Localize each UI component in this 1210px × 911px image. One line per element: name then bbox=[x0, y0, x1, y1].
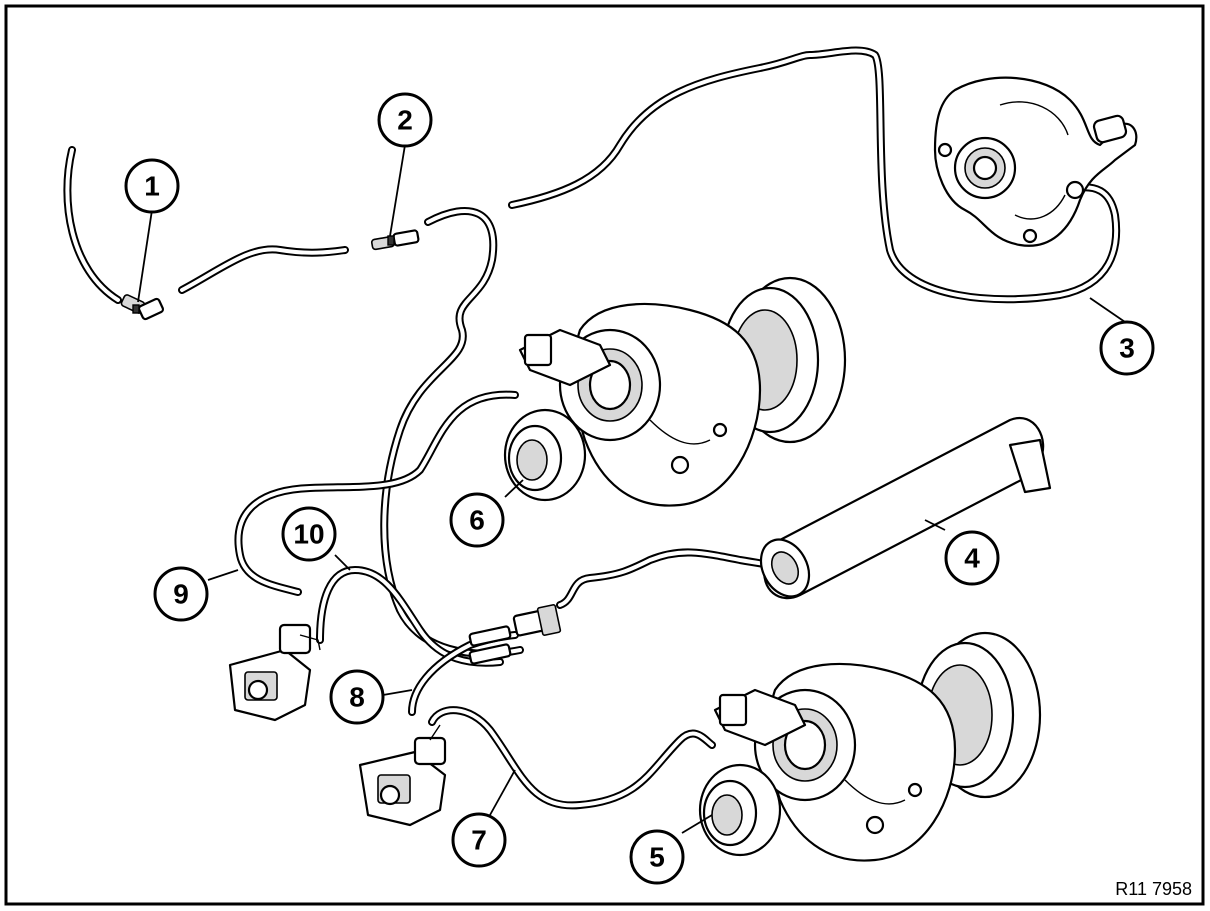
callout-3: 3 bbox=[1099, 320, 1155, 376]
callout-label-8: 8 bbox=[349, 682, 365, 713]
callout-label-9: 9 bbox=[173, 579, 189, 610]
leader-lines bbox=[137, 144, 1126, 834]
solenoid-valve-lower bbox=[358, 724, 447, 827]
hose-segment-1-2 bbox=[178, 245, 349, 294]
callout-label-3: 3 bbox=[1119, 333, 1135, 364]
callout-label-5: 5 bbox=[649, 842, 665, 873]
reference-code: R11 7958 bbox=[1115, 879, 1192, 899]
turbocharger-upper bbox=[503, 276, 847, 507]
hose-inlet-left bbox=[63, 146, 122, 304]
callout-1: 1 bbox=[124, 158, 180, 214]
callout-label-1: 1 bbox=[144, 171, 160, 202]
callout-7: 7 bbox=[451, 812, 507, 868]
solenoid-valve-upper bbox=[228, 623, 321, 722]
callout-label-4: 4 bbox=[964, 543, 980, 574]
hose-group bbox=[63, 46, 1121, 810]
callout-label-2: 2 bbox=[397, 105, 413, 136]
callout-8: 8 bbox=[329, 669, 385, 725]
connector-2 bbox=[370, 229, 420, 251]
connector-1 bbox=[120, 294, 165, 321]
hose-10 bbox=[316, 566, 504, 667]
hose-9 bbox=[234, 390, 519, 596]
callout-label-7: 7 bbox=[471, 825, 487, 856]
hose-7 bbox=[428, 706, 716, 810]
callout-9: 9 bbox=[153, 566, 209, 622]
vacuum-pump bbox=[933, 76, 1138, 247]
callout-2: 2 bbox=[377, 92, 433, 148]
callout-label-10: 10 bbox=[293, 519, 324, 550]
callout-6: 6 bbox=[449, 492, 505, 548]
turbocharger-lower bbox=[698, 631, 1042, 862]
callout-4: 4 bbox=[944, 530, 1000, 586]
hose-segment-2-3 bbox=[508, 46, 1121, 304]
callout-10: 10 bbox=[281, 506, 337, 562]
hose-main-down bbox=[380, 206, 524, 658]
callout-5: 5 bbox=[629, 829, 685, 885]
callout-label-6: 6 bbox=[469, 505, 485, 536]
vacuum-reservoir bbox=[759, 417, 1052, 600]
connector-junction bbox=[468, 604, 562, 665]
